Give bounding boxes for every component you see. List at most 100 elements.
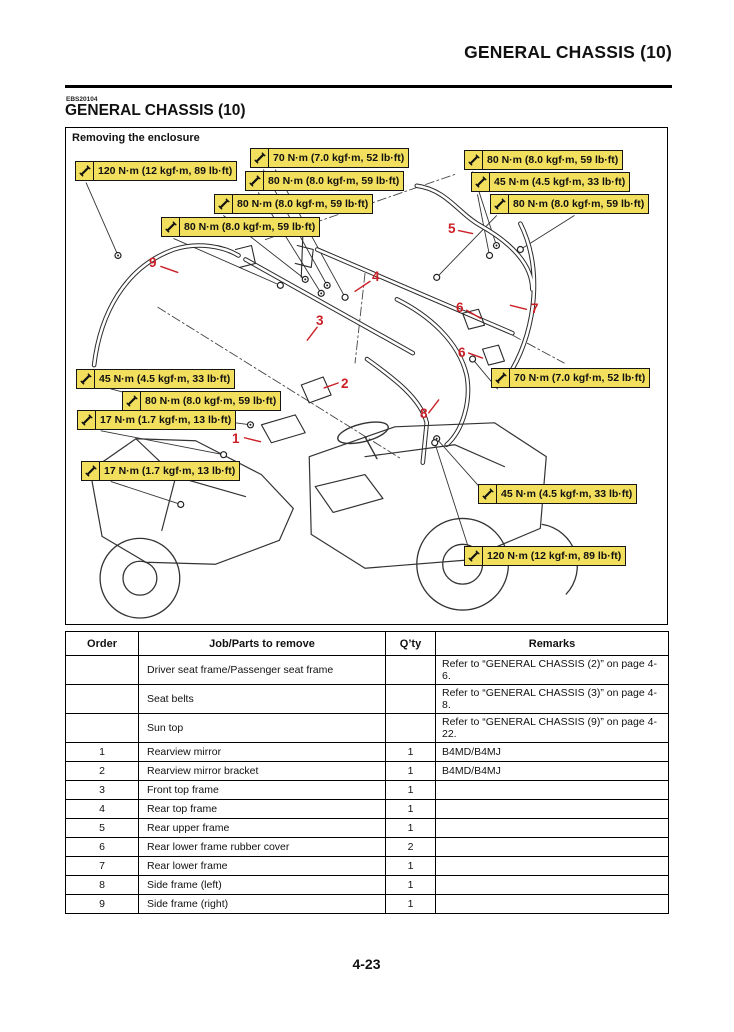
table-row: 5 Rear upper frame 1	[65, 818, 669, 838]
torque-spec-label: 120 N·m (12 kgf·m, 89 lb·ft)	[464, 546, 627, 566]
part-number-callout: 3	[316, 313, 324, 328]
cell-remarks: Refer to “GENERAL CHASSIS (9)” on page 4…	[435, 713, 669, 743]
cell-job: Rear lower frame rubber cover	[138, 837, 386, 857]
cell-job: Side frame (left)	[138, 875, 386, 895]
table-row: 2 Rearview mirror bracket 1 B4MD/B4MJ	[65, 761, 669, 781]
torque-wrench-icon	[215, 195, 233, 213]
table-header-row: Order Job/Parts to remove Q’ty Remarks	[65, 631, 669, 656]
torque-wrench-icon	[472, 173, 490, 191]
torque-wrench-icon	[162, 218, 180, 236]
col-header-remarks: Remarks	[435, 631, 669, 656]
torque-spec-label: 80 N·m (8.0 kgf·m, 59 lb·ft)	[161, 217, 321, 237]
part-number-callout: 2	[341, 376, 349, 391]
torque-wrench-icon	[491, 195, 509, 213]
cell-order: 8	[65, 875, 139, 895]
torque-spec-text: 70 N·m (7.0 kgf·m, 52 lb·ft)	[273, 152, 405, 164]
col-header-qty: Q’ty	[385, 631, 436, 656]
section-code: EBS20104	[66, 96, 98, 103]
part-number-callout: 4	[372, 269, 380, 284]
torque-spec-label: 80 N·m (8.0 kgf·m, 59 lb·ft)	[214, 194, 374, 214]
torque-spec-label: 120 N·m (12 kgf·m, 89 lb·ft)	[75, 161, 238, 181]
cell-order: 5	[65, 818, 139, 838]
cell-order: 7	[65, 856, 139, 876]
cell-job: Front top frame	[138, 780, 386, 800]
torque-spec-text: 120 N·m (12 kgf·m, 89 lb·ft)	[487, 550, 622, 562]
torque-spec-label: 45 N·m (4.5 kgf·m, 33 lb·ft)	[471, 172, 631, 192]
table-row: Driver seat frame/Passenger seat frame R…	[65, 655, 669, 685]
torque-spec-label: 45 N·m (4.5 kgf·m, 33 lb·ft)	[478, 484, 638, 504]
cell-order	[65, 684, 139, 714]
torque-spec-text: 80 N·m (8.0 kgf·m, 59 lb·ft)	[487, 154, 619, 166]
cell-qty: 1	[385, 875, 436, 895]
torque-spec-label: 17 N·m (1.7 kgf·m, 13 lb·ft)	[77, 410, 237, 430]
cell-order: 6	[65, 837, 139, 857]
torque-wrench-icon	[465, 151, 483, 169]
cell-job: Rear top frame	[138, 799, 386, 819]
part-number-callout: 7	[531, 301, 539, 316]
torque-wrench-icon	[78, 411, 96, 429]
torque-wrench-icon	[82, 462, 100, 480]
cell-qty: 1	[385, 780, 436, 800]
torque-spec-text: 17 N·m (1.7 kgf·m, 13 lb·ft)	[104, 465, 236, 477]
cell-job: Driver seat frame/Passenger seat frame	[138, 655, 386, 685]
cell-job: Seat belts	[138, 684, 386, 714]
part-number-callout: 6	[458, 345, 466, 360]
cell-remarks	[435, 837, 669, 857]
exploded-view-figure: Removing the enclosure 120 N·m (12 kgf·m…	[65, 127, 668, 625]
col-header-order: Order	[65, 631, 139, 656]
cell-job: Sun top	[138, 713, 386, 743]
cell-qty: 1	[385, 742, 436, 762]
table-row: 1 Rearview mirror 1 B4MD/B4MJ	[65, 742, 669, 762]
part-number-callout: 8	[420, 406, 428, 421]
cell-job: Rear lower frame	[138, 856, 386, 876]
cell-remarks	[435, 780, 669, 800]
torque-wrench-icon	[479, 485, 497, 503]
torque-spec-text: 45 N·m (4.5 kgf·m, 33 lb·ft)	[99, 373, 231, 385]
cell-order: 4	[65, 799, 139, 819]
cell-remarks	[435, 875, 669, 895]
cell-qty: 1	[385, 856, 436, 876]
cell-qty	[385, 713, 436, 743]
torque-spec-text: 80 N·m (8.0 kgf·m, 59 lb·ft)	[513, 198, 645, 210]
cell-order: 1	[65, 742, 139, 762]
cell-qty	[385, 655, 436, 685]
cell-qty	[385, 684, 436, 714]
torque-spec-text: 80 N·m (8.0 kgf·m, 59 lb·ft)	[145, 395, 277, 407]
cell-remarks	[435, 856, 669, 876]
torque-spec-label: 80 N·m (8.0 kgf·m, 59 lb·ft)	[245, 171, 405, 191]
table-row: 7 Rear lower frame 1	[65, 856, 669, 876]
cell-job: Side frame (right)	[138, 894, 386, 914]
torque-spec-label: 45 N·m (4.5 kgf·m, 33 lb·ft)	[76, 369, 236, 389]
table-row: 9 Side frame (right) 1	[65, 894, 669, 914]
col-header-job: Job/Parts to remove	[138, 631, 386, 656]
torque-spec-text: 45 N·m (4.5 kgf·m, 33 lb·ft)	[501, 488, 633, 500]
torque-wrench-icon	[77, 370, 95, 388]
torque-wrench-icon	[76, 162, 94, 180]
torque-spec-text: 80 N·m (8.0 kgf·m, 59 lb·ft)	[268, 175, 400, 187]
cell-order: 9	[65, 894, 139, 914]
torque-spec-text: 120 N·m (12 kgf·m, 89 lb·ft)	[98, 165, 233, 177]
part-number-callout: 6	[456, 300, 464, 315]
torque-wrench-icon	[251, 149, 269, 167]
torque-spec-label: 80 N·m (8.0 kgf·m, 59 lb·ft)	[464, 150, 624, 170]
table-row: 3 Front top frame 1	[65, 780, 669, 800]
cell-remarks: B4MD/B4MJ	[435, 742, 669, 762]
torque-spec-text: 45 N·m (4.5 kgf·m, 33 lb·ft)	[494, 176, 626, 188]
table-row: Sun top Refer to “GENERAL CHASSIS (9)” o…	[65, 713, 669, 743]
figure-caption: Removing the enclosure	[72, 132, 200, 144]
torque-spec-label: 70 N·m (7.0 kgf·m, 52 lb·ft)	[491, 368, 651, 388]
running-header-title: GENERAL CHASSIS (10)	[464, 42, 672, 62]
torque-spec-label: 17 N·m (1.7 kgf·m, 13 lb·ft)	[81, 461, 241, 481]
table-row: 4 Rear top frame 1	[65, 799, 669, 819]
cell-remarks	[435, 894, 669, 914]
cell-order	[65, 655, 139, 685]
table-row: 8 Side frame (left) 1	[65, 875, 669, 895]
cell-job: Rearview mirror	[138, 742, 386, 762]
cell-remarks: Refer to “GENERAL CHASSIS (2)” on page 4…	[435, 655, 669, 685]
cell-remarks: Refer to “GENERAL CHASSIS (3)” on page 4…	[435, 684, 669, 714]
part-number-callout: 1	[232, 431, 240, 446]
cell-job: Rear upper frame	[138, 818, 386, 838]
job-parts-table: Order Job/Parts to remove Q’ty Remarks D…	[65, 631, 669, 914]
torque-spec-text: 17 N·m (1.7 kgf·m, 13 lb·ft)	[100, 414, 232, 426]
